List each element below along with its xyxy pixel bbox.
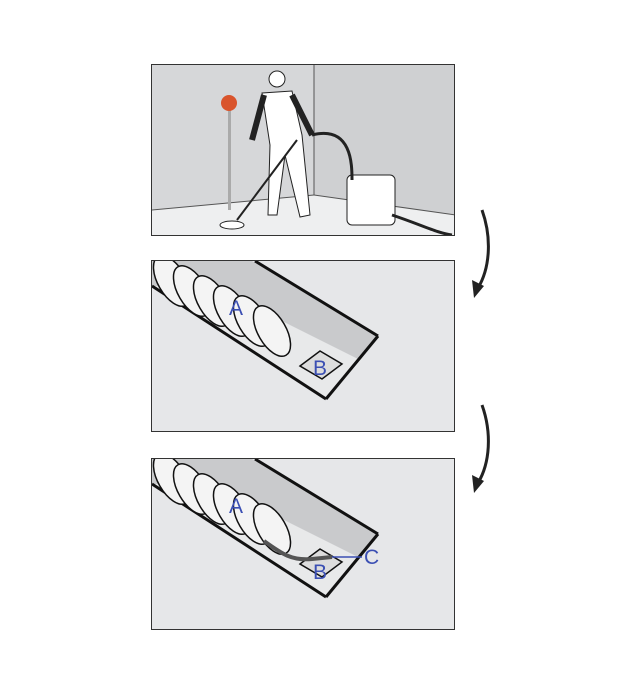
coiled-hose: [152, 459, 292, 555]
alarm-light-icon: [221, 95, 237, 111]
next-step-arrow-icon: [472, 209, 490, 298]
next-step-arrow-icon: [472, 404, 490, 493]
worker-vacuuming-illustration: [152, 65, 454, 235]
label-b: B: [313, 561, 328, 584]
label-b: B: [313, 357, 328, 380]
step-3-panel: A B C: [151, 458, 455, 630]
hose-in-channel-illustration: [152, 261, 380, 401]
coiled-hose: [152, 261, 292, 357]
connector-hose: [262, 539, 333, 562]
hose-connected-illustration: [152, 459, 380, 599]
channel-box: [298, 350, 344, 380]
step-1-panel: [151, 64, 455, 236]
label-c: C: [364, 546, 380, 569]
label-a: A: [229, 495, 244, 518]
label-a: A: [229, 297, 244, 320]
step-2-panel: A B: [151, 260, 455, 432]
